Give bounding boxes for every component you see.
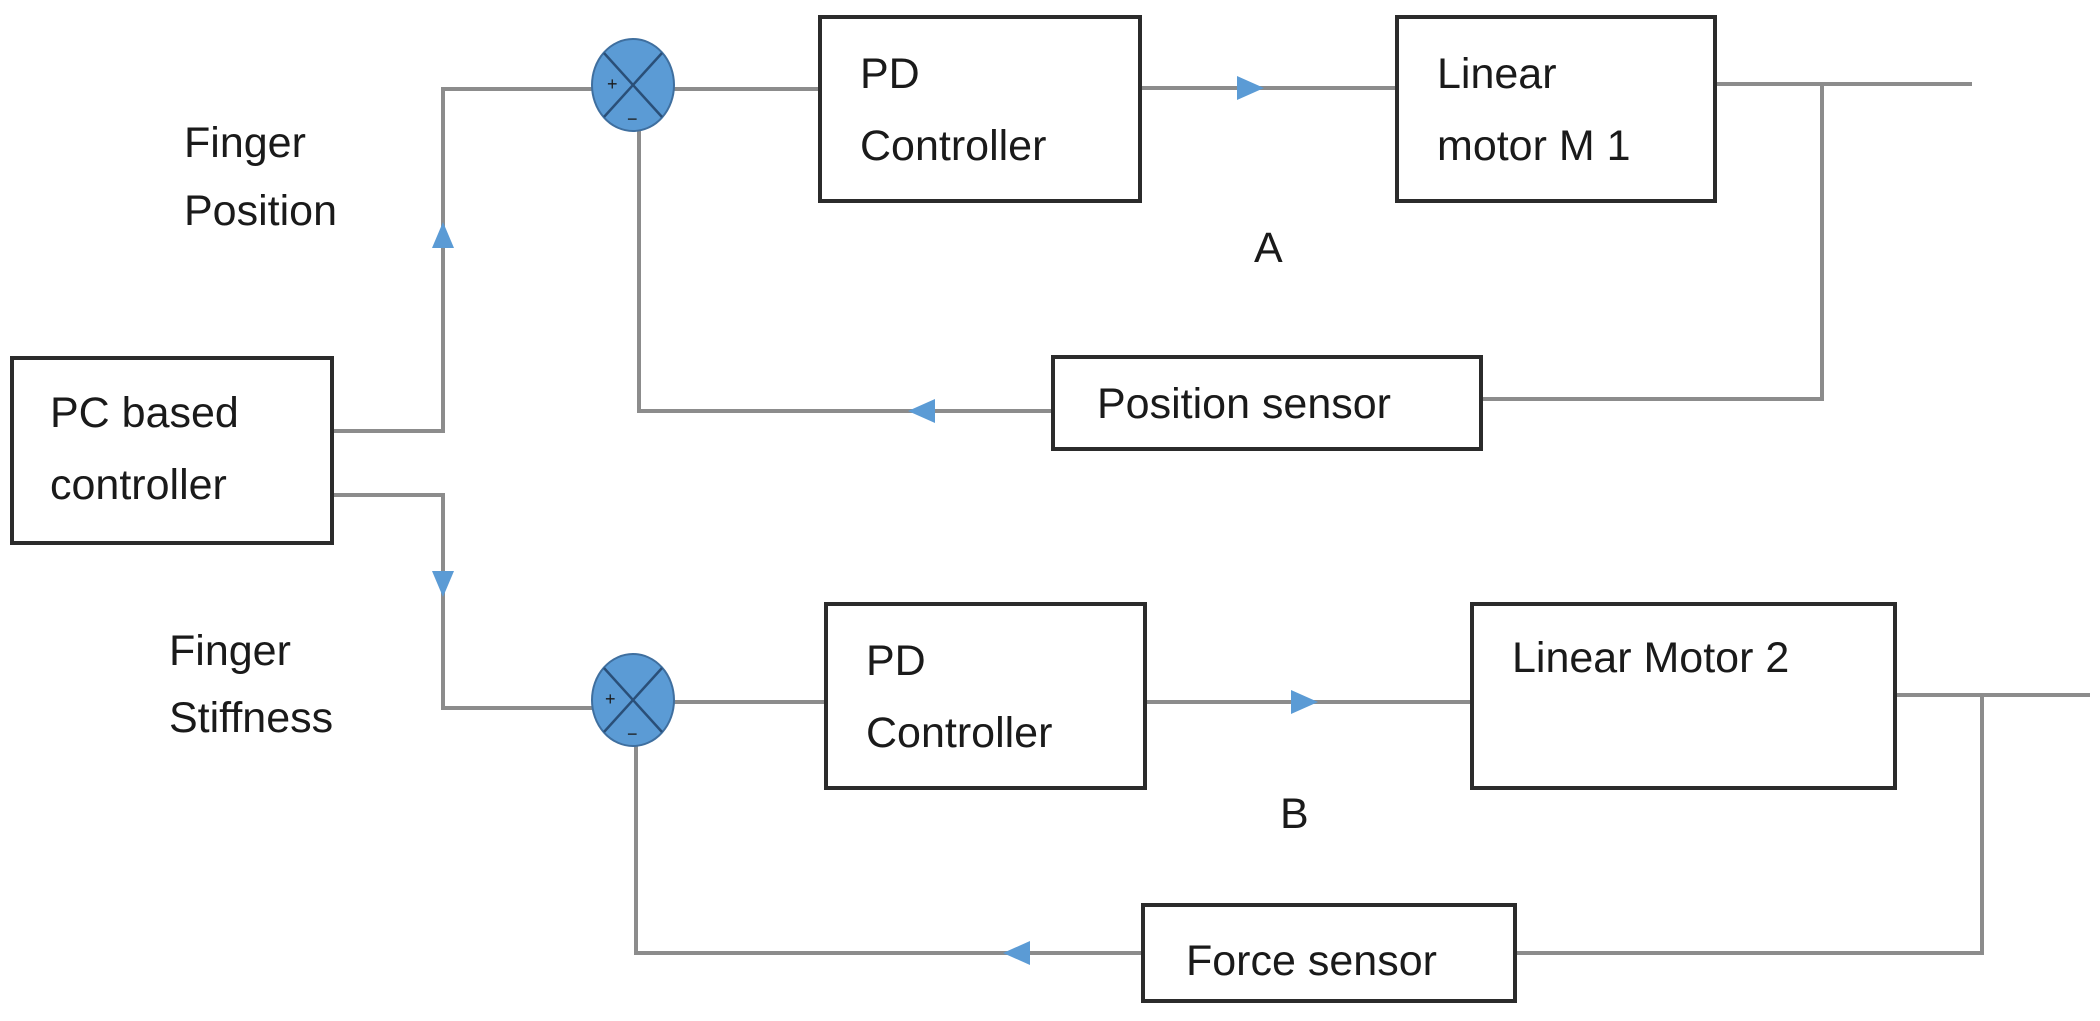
- pd-controller-a-line1: PD: [860, 50, 920, 98]
- pd-controller-b-block: PD Controller: [824, 602, 1147, 790]
- finger-stiffness-label-line1: Finger: [169, 627, 291, 675]
- branch-labels: Finger Position Finger Stiffness: [169, 119, 337, 742]
- linear-motor-2-block: Linear Motor 2: [1470, 602, 1897, 790]
- pd-controller-b-box: [824, 602, 1147, 790]
- summing-junction-a-cross-2: [603, 52, 663, 118]
- arrow-up-finger-position: [432, 222, 454, 248]
- wire-loop-b-feedback-out: [634, 734, 1143, 955]
- loop-a-label: A: [1254, 224, 1283, 272]
- pd-controller-b-line1: PD: [866, 637, 926, 685]
- wire-loop-a-feedback-in: [1481, 84, 1824, 401]
- linear-motor-m1-line2: motor M 1: [1437, 122, 1631, 170]
- position-sensor-box: [1051, 355, 1483, 451]
- force-sensor-block: Force sensor: [1141, 903, 1517, 1003]
- arrow-right-loop-a-forward: [1237, 76, 1264, 100]
- finger-position-label-line1: Finger: [184, 119, 306, 167]
- summing-junction-b-minus: −: [627, 724, 638, 744]
- pd-controller-b-line2: Controller: [866, 709, 1052, 757]
- linear-motor-2-label: Linear Motor 2: [1512, 634, 1789, 682]
- pd-controller-a-line2: Controller: [860, 122, 1046, 170]
- summing-junction-a: + −: [591, 38, 675, 132]
- pd-controller-a-box: [818, 15, 1142, 203]
- summing-junction-a-plus: +: [607, 74, 618, 94]
- linear-motor-m1-block: Linear motor M 1: [1395, 15, 1717, 203]
- signal-arrows: [432, 76, 1318, 965]
- loop-b-label: B: [1280, 790, 1309, 838]
- arrow-left-loop-b-feedback: [1003, 941, 1030, 965]
- force-sensor-box: [1141, 903, 1517, 1003]
- arrow-down-finger-stiffness: [432, 571, 454, 597]
- summing-junction-a-minus: −: [627, 109, 638, 129]
- force-sensor-label: Force sensor: [1186, 937, 1437, 985]
- linear-motor-m1-line1: Linear: [1437, 50, 1557, 98]
- pc-based-controller-box: [10, 356, 334, 545]
- loop-labels: A B: [1254, 224, 1309, 838]
- linear-motor-2-box: [1470, 602, 1897, 790]
- pc-based-controller-line2: controller: [50, 461, 227, 509]
- arrow-left-loop-a-feedback: [908, 399, 935, 423]
- summing-junction-b: + −: [591, 653, 675, 747]
- connection-wires: [332, 82, 2090, 955]
- finger-stiffness-label-line2: Stiffness: [169, 694, 333, 742]
- position-sensor-block: Position sensor: [1051, 355, 1483, 451]
- summing-junction-b-plus: +: [605, 689, 616, 709]
- linear-motor-m1-box: [1395, 15, 1717, 203]
- arrow-right-loop-b-forward: [1291, 690, 1318, 714]
- summing-junction-b-cross-2: [603, 667, 663, 733]
- wire-pc-to-loop-b: [332, 493, 592, 710]
- wire-pc-to-loop-a: [332, 87, 592, 433]
- pc-based-controller-line1: PC based: [50, 389, 239, 437]
- pc-based-controller-block: PC based controller: [10, 356, 334, 545]
- wire-loop-b-feedback-in: [1515, 695, 1984, 955]
- finger-position-label-line2: Position: [184, 187, 337, 235]
- pd-controller-a-block: PD Controller: [818, 15, 1142, 203]
- position-sensor-label: Position sensor: [1097, 380, 1391, 428]
